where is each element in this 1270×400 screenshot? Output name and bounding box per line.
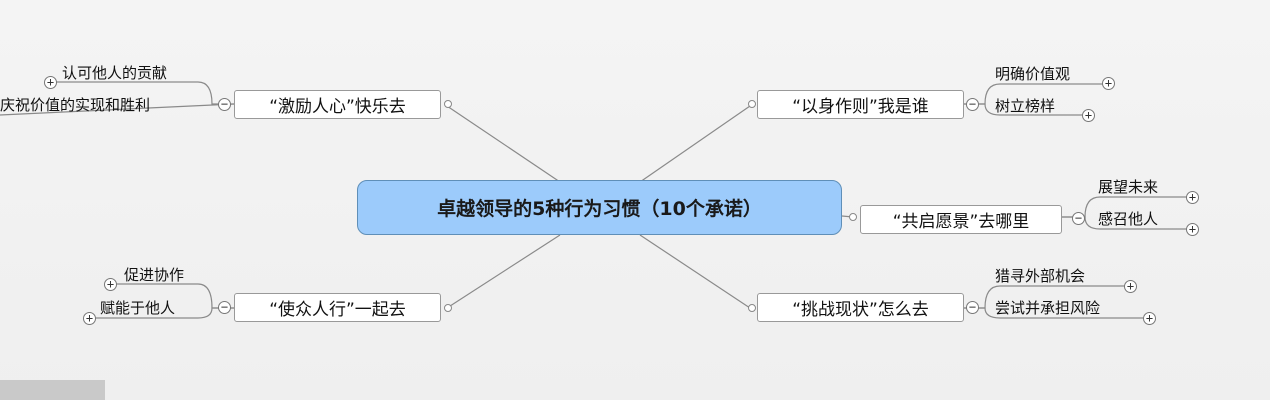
expand-toggle[interactable]: + bbox=[1102, 77, 1115, 90]
subtopic-challenge-2[interactable]: 尝试并承担风险 bbox=[995, 299, 1101, 317]
subtopic-inspire-2[interactable]: 庆祝价值的实现和胜利 bbox=[0, 96, 151, 114]
expand-toggle[interactable]: + bbox=[1143, 312, 1156, 325]
topic-challenge[interactable]: “挑战现状”怎么去 bbox=[757, 293, 964, 322]
central-topic[interactable]: 卓越领导的5种行为习惯（10个承诺） bbox=[357, 180, 842, 235]
connector-knob bbox=[444, 100, 452, 108]
connector-knob bbox=[748, 100, 756, 108]
collapse-toggle-inspire[interactable]: − bbox=[218, 98, 231, 111]
connector-inspire bbox=[446, 105, 561, 183]
subtopic-vision-2[interactable]: 感召他人 bbox=[1098, 210, 1159, 228]
topic-enable[interactable]: “使众人行”一起去 bbox=[234, 293, 441, 322]
connector-enable-sub2 bbox=[88, 307, 234, 319]
collapse-toggle-vision[interactable]: − bbox=[1072, 212, 1085, 225]
connector-inspire-sub1 bbox=[52, 81, 234, 105]
topic-inspire[interactable]: “激励人心”快乐去 bbox=[234, 90, 441, 119]
connector-challenge bbox=[639, 234, 751, 309]
scroll-corner bbox=[0, 380, 105, 400]
connector-model-sub2 bbox=[964, 103, 1085, 116]
expand-toggle[interactable]: + bbox=[1124, 280, 1137, 293]
subtopic-inspire-1[interactable]: 认可他人的贡献 bbox=[62, 64, 168, 82]
subtopic-enable-1[interactable]: 促进协作 bbox=[124, 266, 185, 284]
subtopic-challenge-1[interactable]: 猎寻外部机会 bbox=[995, 267, 1086, 285]
connector-knob bbox=[849, 213, 857, 221]
connector-knob bbox=[748, 304, 756, 312]
connector-vision-sub2 bbox=[1062, 216, 1190, 230]
collapse-toggle-model[interactable]: − bbox=[966, 98, 979, 111]
expand-toggle[interactable]: + bbox=[104, 278, 117, 291]
connector-model bbox=[639, 105, 751, 183]
collapse-toggle-enable[interactable]: − bbox=[218, 301, 231, 314]
expand-toggle[interactable]: + bbox=[1082, 109, 1095, 122]
subtopic-model-1[interactable]: 明确价值观 bbox=[995, 65, 1071, 83]
connector-inspire-sub2 bbox=[0, 103, 235, 116]
collapse-toggle-challenge[interactable]: − bbox=[966, 301, 979, 314]
expand-toggle[interactable]: + bbox=[1186, 223, 1199, 236]
subtopic-enable-2[interactable]: 赋能于他人 bbox=[100, 299, 176, 317]
subtopic-vision-1[interactable]: 展望未来 bbox=[1098, 178, 1159, 196]
connector-challenge-sub2 bbox=[964, 307, 1148, 319]
topic-model[interactable]: “以身作则”我是谁 bbox=[757, 90, 964, 119]
expand-toggle[interactable]: + bbox=[83, 312, 96, 325]
connector-enable bbox=[446, 234, 561, 309]
expand-toggle[interactable]: + bbox=[1186, 191, 1199, 204]
expand-toggle[interactable]: + bbox=[44, 76, 57, 89]
connector-knob bbox=[444, 304, 452, 312]
subtopic-model-2[interactable]: 树立榜样 bbox=[995, 97, 1056, 115]
topic-vision[interactable]: “共启愿景”去哪里 bbox=[860, 205, 1062, 234]
